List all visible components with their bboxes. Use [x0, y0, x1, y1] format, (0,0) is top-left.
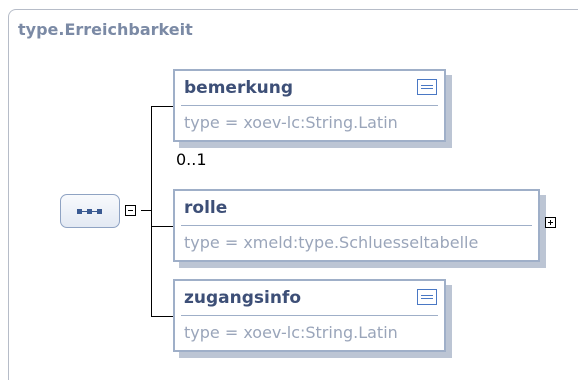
element-face: zugangsinfo type = xoev-lc:String.Latin: [173, 279, 446, 352]
element-type: type = xoev-lc:String.Latin: [184, 113, 398, 132]
element-type: type = xoev-lc:String.Latin: [184, 323, 398, 342]
connector-to-zugangsinfo: [151, 316, 173, 317]
element-face: rolle type = xmeld:type.Schluesseltabell…: [173, 189, 540, 262]
documentation-icon[interactable]: [417, 289, 437, 305]
connector-to-bemerkung: [151, 106, 173, 107]
occurrence-label: 0..1: [176, 150, 207, 169]
connector-to-rolle: [151, 226, 173, 227]
element-rolle[interactable]: rolle type = xmeld:type.Schluesseltabell…: [173, 189, 546, 268]
connector-seq-to-bus: [141, 210, 152, 211]
element-name: rolle: [184, 198, 228, 218]
element-name: zugangsinfo: [184, 288, 302, 308]
element-bemerkung[interactable]: bemerkung type = xoev-lc:String.Latin: [173, 69, 452, 148]
element-divider: [181, 105, 438, 106]
element-type: type = xmeld:type.Schluesseltabelle: [184, 233, 479, 252]
documentation-icon[interactable]: [417, 79, 437, 95]
element-face: bemerkung type = xoev-lc:String.Latin: [173, 69, 446, 142]
element-divider: [181, 225, 532, 226]
panel-border-stub: [8, 347, 9, 369]
connector-bus-vertical: [151, 106, 152, 317]
diagram-panel: [8, 9, 578, 380]
element-divider: [181, 315, 438, 316]
sequence-compositor-node[interactable]: [60, 194, 120, 228]
plus-box-icon[interactable]: [545, 217, 556, 228]
minus-box-icon[interactable]: [125, 205, 136, 216]
diagram-title: type.Erreichbarkeit: [18, 20, 193, 39]
element-name: bemerkung: [184, 78, 294, 98]
element-zugangsinfo[interactable]: zugangsinfo type = xoev-lc:String.Latin: [173, 279, 452, 358]
